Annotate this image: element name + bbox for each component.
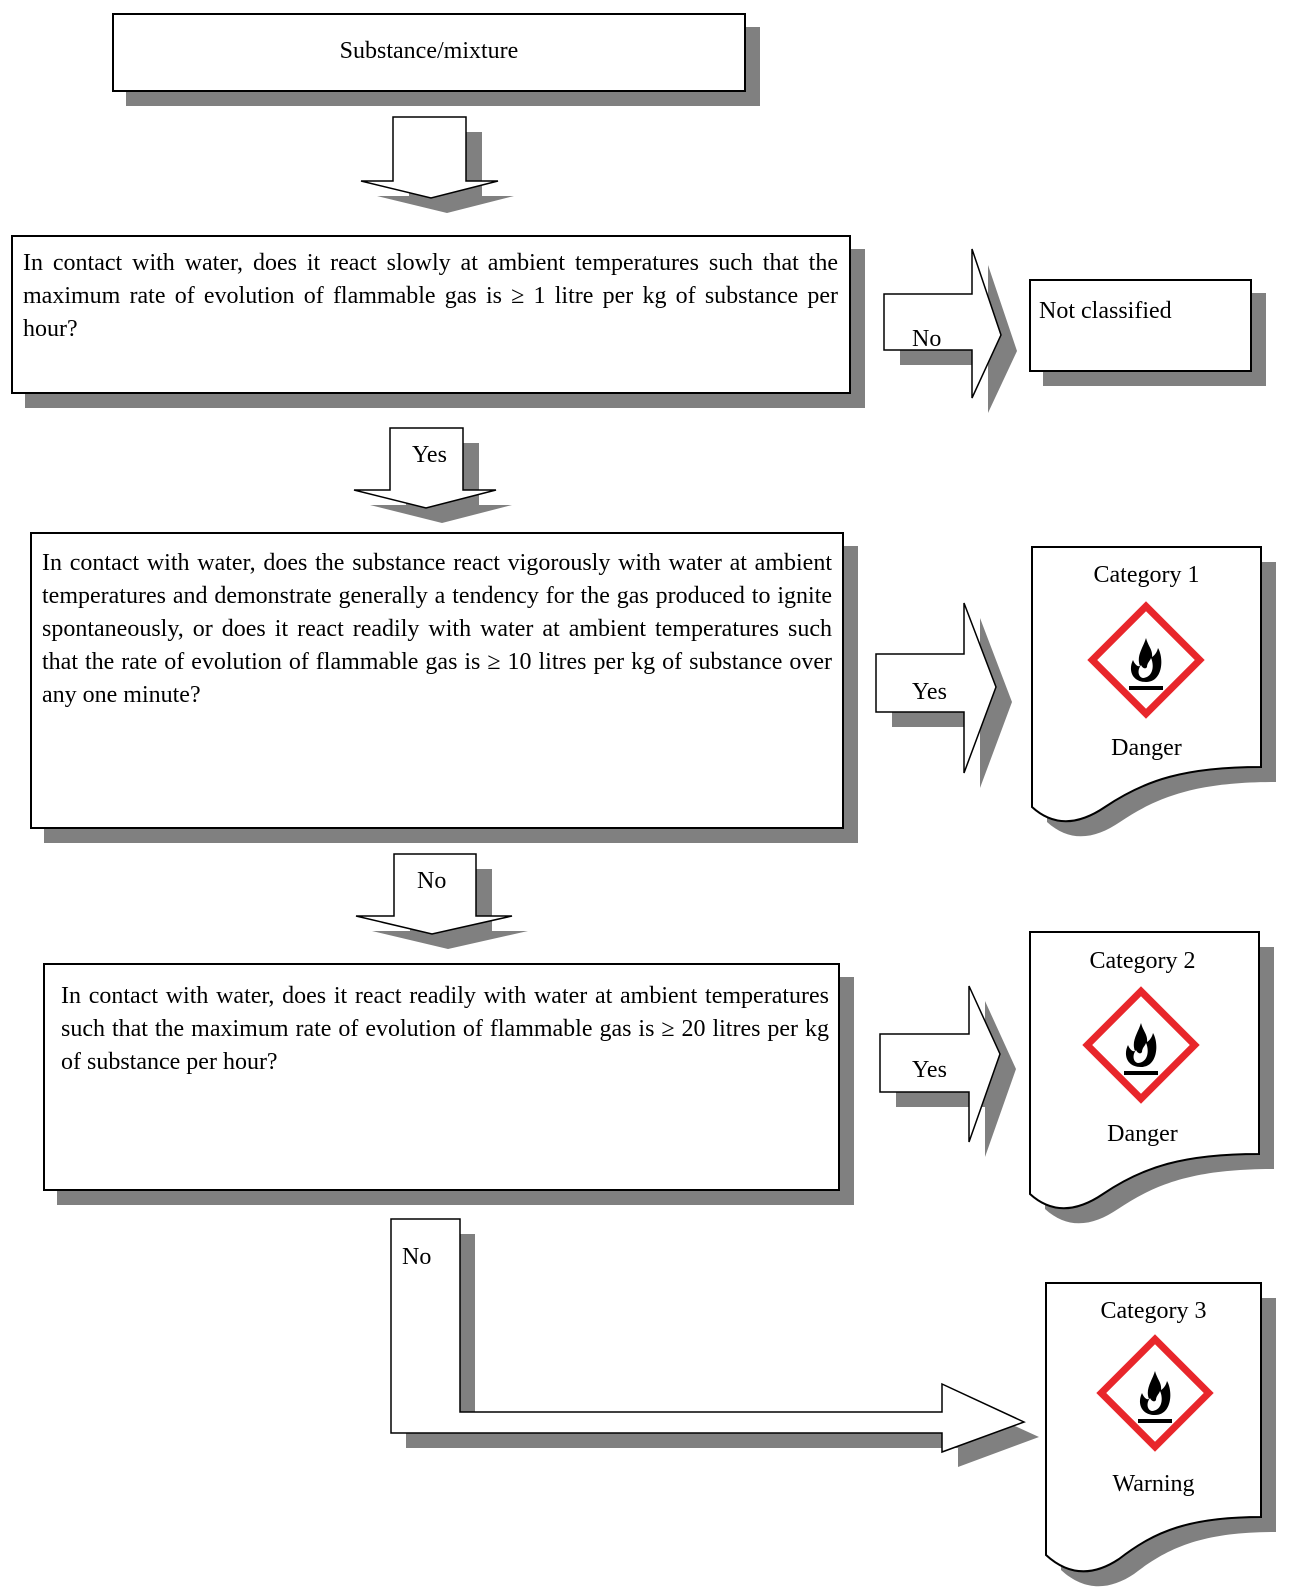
arrow-q2-no xyxy=(355,853,528,949)
category-2-signal-word: Danger xyxy=(1107,1121,1178,1147)
not-classified-box: Not classified xyxy=(1029,279,1252,372)
start-box: Substance/mixture xyxy=(112,13,746,92)
arrow-q3-yes xyxy=(879,985,1016,1157)
category-2-title: Category 2 xyxy=(1089,948,1196,974)
arrow-q2-yes xyxy=(875,602,1012,788)
arrow-start-to-q1 xyxy=(360,116,514,213)
arrow-q1-no xyxy=(883,248,1017,413)
arrow-label-q2-yes: Yes xyxy=(912,679,947,705)
category-3-title: Category 3 xyxy=(1100,1298,1207,1324)
category-1-signal-word: Danger xyxy=(1111,735,1182,761)
arrow-q1-yes xyxy=(353,427,512,523)
arrow-label-q3-yes: Yes xyxy=(912,1057,947,1083)
question-2-box: In contact with water, does the substanc… xyxy=(30,532,844,829)
question-3-text: In contact with water, does it react rea… xyxy=(61,983,829,1075)
arrow-q3-no xyxy=(390,1218,1039,1467)
arrow-label-q3-no: No xyxy=(402,1244,432,1270)
question-2-text: In contact with water, does the substanc… xyxy=(42,550,832,708)
category-1-title: Category 1 xyxy=(1093,562,1200,588)
not-classified-label: Not classified xyxy=(1039,298,1172,324)
start-label: Substance/mixture xyxy=(339,38,519,64)
arrow-label-q1-no: No xyxy=(912,326,942,352)
flame-icon xyxy=(1082,986,1200,1104)
category-3-signal-word: Warning xyxy=(1112,1471,1195,1497)
question-1-box: In contact with water, does it react slo… xyxy=(11,235,851,394)
question-3-box: In contact with water, does it react rea… xyxy=(43,963,840,1191)
flame-icon xyxy=(1096,1334,1214,1452)
question-1-text: In contact with water, does it react slo… xyxy=(23,250,838,342)
flame-icon xyxy=(1087,601,1205,719)
arrow-label-q1-yes: Yes xyxy=(412,442,447,468)
arrow-label-q2-no: No xyxy=(417,868,447,894)
